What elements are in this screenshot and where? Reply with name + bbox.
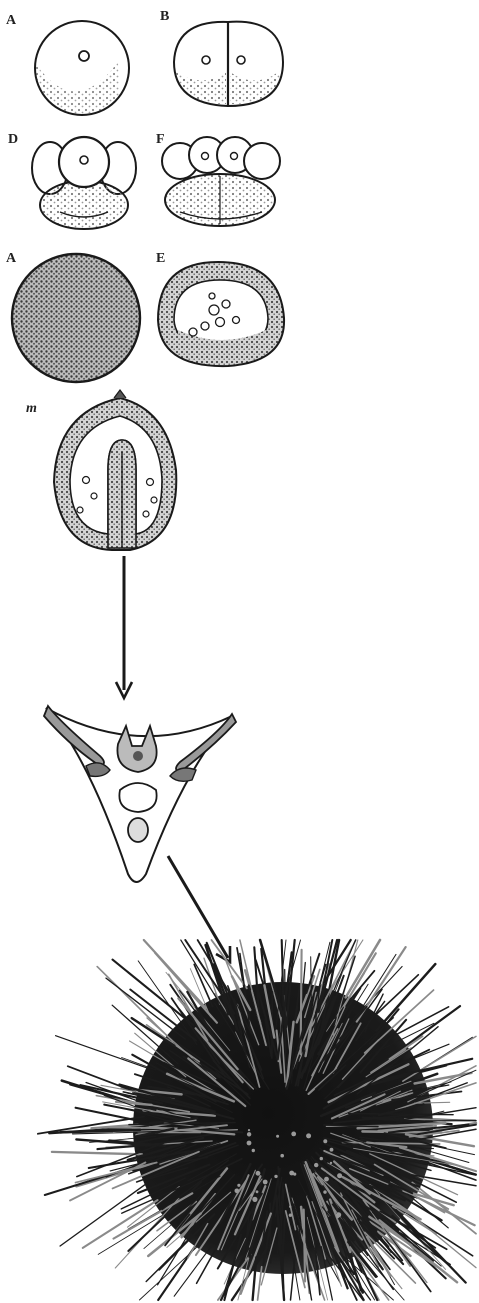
urchin-spine — [52, 1152, 142, 1154]
urchin-tubercle — [320, 1157, 323, 1160]
urchin-tubercle — [250, 1194, 253, 1197]
urchin-tubercle — [256, 1171, 261, 1176]
stage-single-cell — [35, 21, 129, 115]
urchin-spine — [403, 1208, 476, 1268]
urchin-tubercle — [256, 1190, 259, 1193]
urchin-tubercle — [248, 1129, 250, 1131]
urchin-spine — [426, 1121, 476, 1122]
urchin-tubercle — [289, 1214, 292, 1217]
stage-four-cell — [32, 137, 136, 229]
urchin-tubercle — [252, 1149, 255, 1152]
urchin-spine — [144, 1221, 176, 1249]
urchin-tubercle — [274, 1175, 277, 1178]
urchin-tubercle — [330, 1162, 332, 1164]
urchin-tubercle — [247, 1141, 252, 1146]
arrow-to-larva — [116, 556, 132, 698]
urchin-tubercle — [263, 1180, 268, 1185]
arrow-to-adult — [168, 856, 230, 962]
stage-adult-sea-urchin — [38, 940, 476, 1300]
stage-eight-cell — [162, 137, 280, 226]
urchin-spine — [174, 1245, 212, 1296]
urchin-tubercle — [336, 1216, 339, 1219]
urchin-tubercle — [237, 1184, 240, 1187]
stage-two-cell — [174, 22, 283, 106]
urchin-tubercle — [330, 1148, 334, 1152]
stage-gastrula — [54, 390, 176, 550]
urchin-tubercle — [252, 1197, 257, 1202]
urchin-tubercle — [306, 1133, 311, 1138]
stage-morula — [12, 254, 140, 382]
urchin-tubercle — [291, 1132, 296, 1137]
urchin-tubercle — [337, 1173, 342, 1178]
urchin-spine — [304, 1210, 305, 1282]
stage-pluteus-larva — [44, 706, 236, 882]
urchin-tubercle — [247, 1132, 251, 1136]
stage-blastula — [158, 262, 284, 366]
urchin-tubercle — [280, 1154, 284, 1158]
urchin-tubercle — [289, 1171, 294, 1176]
urchin-tubercle — [235, 1189, 240, 1194]
urchin-tubercle — [289, 1206, 291, 1208]
urchin-tubercle — [324, 1177, 329, 1182]
urchin-tubercle — [276, 1135, 279, 1138]
urchin-tubercle — [323, 1190, 326, 1193]
urchin-spine — [311, 957, 312, 999]
urchin-spine — [56, 1036, 150, 1069]
urchin-spine — [144, 940, 206, 1008]
urchin-spine — [410, 1044, 449, 1060]
urchin-tubercle — [323, 1139, 327, 1143]
urchin-spine — [207, 943, 230, 1000]
urchin-tubercle — [314, 1163, 318, 1167]
